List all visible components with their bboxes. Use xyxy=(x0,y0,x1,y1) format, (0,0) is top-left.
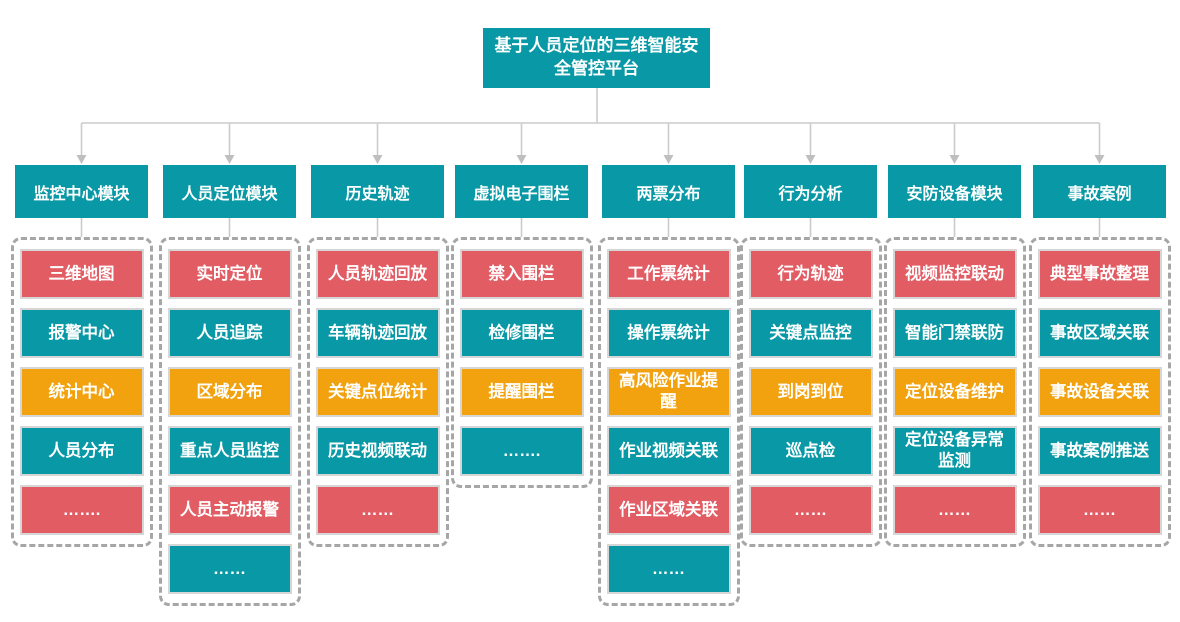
branch-items-container: 禁入围栏检修围栏提醒围栏 ……. xyxy=(450,237,593,488)
feature-item: 三维地图 xyxy=(19,249,144,299)
feature-item: 检修围栏 xyxy=(459,308,584,358)
branch-items-container: 三维地图报警中心统计中心人员分布 ……. xyxy=(10,237,153,547)
branch-column: 两票分布工作票统计操作票统计高风险作业提醒作业视频关联作业区域关联 …… xyxy=(597,165,740,606)
branch-column: 行为分析行为轨迹关键点监控到岗到位巡点检 …… xyxy=(739,165,882,547)
feature-item: 人员轨迹回放 xyxy=(315,249,440,299)
branch-header: 监控中心模块 xyxy=(15,165,148,218)
feature-item: 视频监控联动 xyxy=(892,249,1017,299)
feature-item: 实时定位 xyxy=(167,249,292,299)
feature-item: 作业区域关联 xyxy=(606,485,731,535)
root-node: 基于人员定位的三维智能安全管控平台 xyxy=(483,28,710,88)
feature-item: 作业视频关联 xyxy=(606,426,731,476)
feature-item: 区域分布 xyxy=(167,367,292,417)
feature-item: 统计中心 xyxy=(19,367,144,417)
branch-column: 虚拟电子围栏禁入围栏检修围栏提醒围栏 ……. xyxy=(450,165,593,488)
feature-item: 智能门禁联防 xyxy=(892,308,1017,358)
feature-item: 关键点监控 xyxy=(748,308,873,358)
feature-item: 车辆轨迹回放 xyxy=(315,308,440,358)
arrowhead-icon xyxy=(372,155,383,164)
feature-item: 事故区域关联 xyxy=(1037,308,1162,358)
feature-item: …… xyxy=(606,544,731,594)
feature-item: 定位设备异常监测 xyxy=(892,426,1017,476)
arrowhead-icon xyxy=(805,155,816,164)
feature-item: 工作票统计 xyxy=(606,249,731,299)
feature-item: …… xyxy=(748,485,873,535)
branch-items-container: 视频监控联动智能门禁联防定位设备维护定位设备异常监测 …… xyxy=(883,237,1026,547)
branch-items-container: 工作票统计操作票统计高风险作业提醒作业视频关联作业区域关联 …… xyxy=(597,237,740,606)
arrowhead-icon xyxy=(663,155,674,164)
arrowhead-icon xyxy=(1094,155,1105,164)
branch-column: 监控中心模块三维地图报警中心统计中心人员分布 ……. xyxy=(10,165,153,547)
feature-item: 高风险作业提醒 xyxy=(606,367,731,417)
feature-item: 报警中心 xyxy=(19,308,144,358)
feature-item: 事故案例推送 xyxy=(1037,426,1162,476)
feature-item: 行为轨迹 xyxy=(748,249,873,299)
feature-item: 人员主动报警 xyxy=(167,485,292,535)
branch-header: 虚拟电子围栏 xyxy=(455,165,588,218)
branch-items-container: 实时定位人员追踪区域分布重点人员监控人员主动报警 …… xyxy=(158,237,301,606)
feature-item: …… xyxy=(892,485,1017,535)
branch-header: 历史轨迹 xyxy=(311,165,444,218)
feature-item: 人员分布 xyxy=(19,426,144,476)
feature-item: 定位设备维护 xyxy=(892,367,1017,417)
arrowhead-icon xyxy=(76,155,87,164)
branch-header: 安防设备模块 xyxy=(888,165,1021,218)
feature-item: 历史视频联动 xyxy=(315,426,440,476)
branch-header: 行为分析 xyxy=(744,165,877,218)
feature-item: 操作票统计 xyxy=(606,308,731,358)
feature-item: ……. xyxy=(19,485,144,535)
branch-column: 安防设备模块视频监控联动智能门禁联防定位设备维护定位设备异常监测 …… xyxy=(883,165,1026,547)
feature-item: …… xyxy=(1037,485,1162,535)
feature-item: 提醒围栏 xyxy=(459,367,584,417)
feature-item: 禁入围栏 xyxy=(459,249,584,299)
feature-item: 重点人员监控 xyxy=(167,426,292,476)
branch-items-container: 行为轨迹关键点监控到岗到位巡点检 …… xyxy=(739,237,882,547)
branch-column: 人员定位模块实时定位人员追踪区域分布重点人员监控人员主动报警 …… xyxy=(158,165,301,606)
arrowhead-icon xyxy=(516,155,527,164)
feature-item: 典型事故整理 xyxy=(1037,249,1162,299)
feature-item: 巡点检 xyxy=(748,426,873,476)
feature-item: 人员追踪 xyxy=(167,308,292,358)
branch-items-container: 人员轨迹回放车辆轨迹回放关键点位统计历史视频联动 …… xyxy=(306,237,449,547)
feature-item: …… xyxy=(167,544,292,594)
arrowhead-icon xyxy=(949,155,960,164)
branch-header: 两票分布 xyxy=(602,165,735,218)
feature-item: 关键点位统计 xyxy=(315,367,440,417)
feature-item: …… xyxy=(315,485,440,535)
branch-items-container: 典型事故整理事故区域关联事故设备关联事故案例推送 …… xyxy=(1028,237,1171,547)
branch-header: 事故案例 xyxy=(1033,165,1166,218)
branch-column: 事故案例典型事故整理事故区域关联事故设备关联事故案例推送 …… xyxy=(1028,165,1171,547)
branch-header: 人员定位模块 xyxy=(163,165,296,218)
branch-column: 历史轨迹人员轨迹回放车辆轨迹回放关键点位统计历史视频联动 …… xyxy=(306,165,449,547)
feature-item: 到岗到位 xyxy=(748,367,873,417)
feature-item: ……. xyxy=(459,426,584,476)
arrowhead-icon xyxy=(224,155,235,164)
feature-item: 事故设备关联 xyxy=(1037,367,1162,417)
